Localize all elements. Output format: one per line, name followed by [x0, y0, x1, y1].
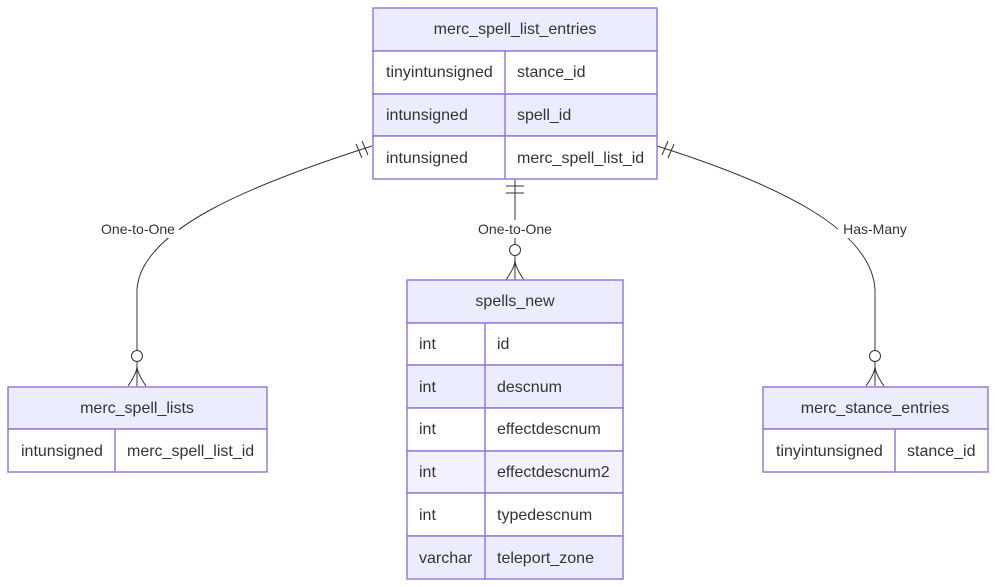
attr-type: intunsigned	[21, 443, 103, 460]
marker-zero-or-many-spells	[505, 244, 525, 281]
marker-zero-or-many-lists	[127, 350, 147, 387]
attr-type: intunsigned	[386, 150, 468, 167]
attr-type: int	[419, 336, 436, 353]
entity-title: merc_spell_lists	[80, 400, 194, 417]
attr-name: merc_spell_list_id	[517, 150, 644, 167]
entity-spells-new: spells_new int id int descnum int effect…	[406, 279, 624, 580]
svg-text:Has-Many: Has-Many	[843, 221, 907, 237]
attr-type: tinyintunsigned	[386, 64, 493, 81]
attr-name: merc_spell_list_id	[127, 443, 254, 460]
attr-type: varchar	[419, 550, 473, 567]
attr-type: int	[419, 464, 436, 481]
entity-title: spells_new	[475, 293, 555, 310]
marker-one-only-left	[355, 140, 369, 159]
relationship-label-entries-spells: One-to-One	[474, 220, 556, 238]
relationship-line-entries-lists	[136, 145, 373, 386]
attr-type: int	[419, 379, 436, 396]
attr-name: descnum	[497, 379, 562, 396]
relationship-label-entries-lists: One-to-One	[97, 220, 179, 238]
relationship-line-entries-stance	[656, 145, 876, 386]
attr-name: id	[497, 336, 509, 353]
attr-name: typedescnum	[497, 507, 592, 524]
attr-name: stance_id	[517, 64, 586, 81]
attr-type: tinyintunsigned	[776, 443, 883, 460]
entity-merc-stance-entries: merc_stance_entries tinyintunsigned stan…	[762, 386, 989, 473]
attr-name: stance_id	[907, 443, 976, 460]
svg-text:One-to-One: One-to-One	[101, 221, 175, 237]
marker-one-only-center	[506, 185, 524, 194]
attr-name: effectdescnum	[497, 421, 601, 438]
attr-name: spell_id	[517, 107, 571, 124]
attr-type: intunsigned	[386, 107, 468, 124]
relationship-label-entries-stance: Has-Many	[838, 220, 912, 238]
marker-zero-or-many-stance	[865, 350, 885, 387]
attr-name: effectdescnum2	[497, 464, 610, 481]
entity-title: merc_stance_entries	[801, 400, 950, 417]
entity-title: merc_spell_list_entries	[434, 21, 597, 38]
entity-merc-spell-lists: merc_spell_lists intunsigned merc_spell_…	[7, 386, 268, 473]
attr-name: teleport_zone	[497, 550, 594, 567]
attr-type: int	[419, 507, 436, 524]
marker-one-only-right	[661, 140, 675, 159]
svg-text:One-to-One: One-to-One	[478, 221, 552, 237]
entity-merc-spell-list-entries: merc_spell_list_entries tinyintunsigned …	[372, 7, 658, 180]
attr-type: int	[419, 421, 436, 438]
